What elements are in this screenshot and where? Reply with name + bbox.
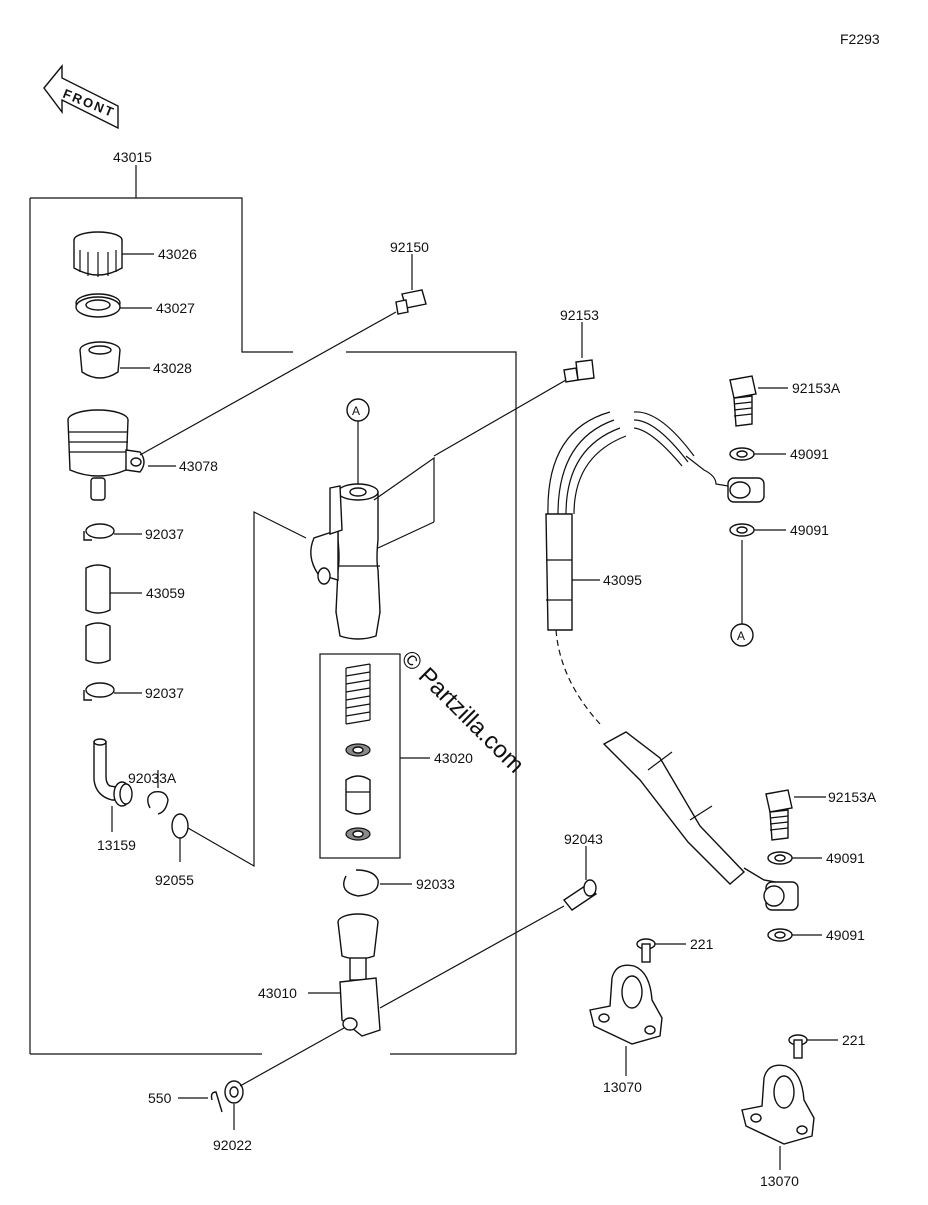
part-number-92043: 92043 bbox=[564, 831, 603, 847]
diaphragm-plate bbox=[75, 293, 152, 318]
circlip-large bbox=[343, 869, 412, 897]
hose-clamp-upper bbox=[83, 523, 142, 541]
part-number-13070-a: 13070 bbox=[603, 1079, 642, 1095]
part-number-221-b: 221 bbox=[842, 1032, 866, 1048]
reservoir-hose bbox=[85, 564, 142, 664]
part-number-92153A-upper: 92153A bbox=[792, 380, 841, 396]
push-rod-clevis bbox=[308, 913, 381, 1037]
hose-clamp-bracket-a bbox=[589, 964, 663, 1076]
bolt-92153 bbox=[433, 322, 595, 457]
washer-49091-b bbox=[729, 523, 786, 647]
part-number-221-a: 221 bbox=[690, 936, 714, 952]
screw-221-a bbox=[636, 938, 686, 963]
part-number-49091-b: 49091 bbox=[790, 522, 829, 538]
hose-clamp-bracket-b bbox=[741, 1064, 815, 1170]
washer-92022 bbox=[224, 1027, 345, 1130]
elbow-fitting bbox=[93, 738, 133, 832]
part-number-43028: 43028 bbox=[153, 360, 192, 376]
part-number-43026: 43026 bbox=[158, 246, 197, 262]
ref-marker-a-right: A bbox=[737, 629, 745, 643]
diaphragm bbox=[79, 341, 150, 379]
washer-49091-d bbox=[767, 928, 822, 942]
part-number-49091-a: 49091 bbox=[790, 446, 829, 462]
piston-kit-43020 bbox=[319, 653, 430, 859]
circlip-small bbox=[147, 770, 169, 815]
part-number-43010: 43010 bbox=[258, 985, 297, 1001]
part-number-43078: 43078 bbox=[179, 458, 218, 474]
part-number-43095: 43095 bbox=[603, 572, 642, 588]
front-arrow-icon: FRONT bbox=[43, 64, 119, 130]
part-number-43020: 43020 bbox=[434, 750, 473, 766]
part-number-92037-lower: 92037 bbox=[145, 685, 184, 701]
part-number-92033: 92033 bbox=[416, 876, 455, 892]
screw-221-b bbox=[788, 1034, 838, 1059]
part-number-92022: 92022 bbox=[213, 1137, 252, 1153]
figure-code: F2293 bbox=[840, 31, 880, 47]
reservoir-cap bbox=[73, 231, 154, 277]
banjo-bolt-upper bbox=[729, 375, 788, 427]
part-number-43027: 43027 bbox=[156, 300, 195, 316]
ref-marker-a-top: A bbox=[352, 404, 360, 418]
part-number-13159: 13159 bbox=[97, 837, 136, 853]
o-ring bbox=[171, 511, 307, 868]
part-number-43015: 43015 bbox=[113, 149, 152, 165]
banjo-bolt-lower bbox=[765, 789, 826, 841]
part-number-49091-c: 49091 bbox=[826, 850, 865, 866]
part-number-92055: 92055 bbox=[155, 872, 194, 888]
part-number-92153: 92153 bbox=[560, 307, 599, 323]
part-number-43059: 43059 bbox=[146, 585, 185, 601]
part-number-92150: 92150 bbox=[390, 239, 429, 255]
reservoir-body bbox=[67, 409, 176, 501]
part-number-92033A: 92033A bbox=[128, 770, 177, 786]
washer-49091-c bbox=[767, 851, 822, 865]
part-number-92037-upper: 92037 bbox=[145, 526, 184, 542]
hose-clamp-lower bbox=[83, 682, 142, 701]
bolt-92150 bbox=[139, 254, 427, 456]
part-number-13070-b: 13070 bbox=[760, 1173, 799, 1189]
washer-49091-a bbox=[729, 447, 786, 461]
clevis-pin bbox=[379, 846, 598, 1009]
part-number-92153A-lower: 92153A bbox=[828, 789, 877, 805]
cotter-pin bbox=[178, 1091, 223, 1113]
master-cylinder-body: A bbox=[310, 398, 435, 640]
spring bbox=[345, 663, 371, 725]
brake-hose bbox=[545, 411, 799, 911]
assembly-bracket-43015 bbox=[29, 165, 517, 1055]
part-number-550: 550 bbox=[148, 1090, 172, 1106]
part-number-49091-d: 49091 bbox=[826, 927, 865, 943]
